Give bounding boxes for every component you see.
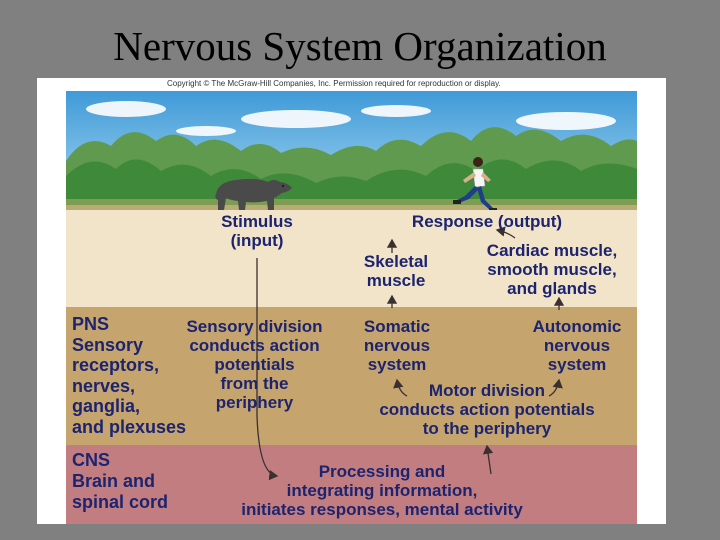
skeletal-muscle-label: Skeletal muscle (363, 252, 429, 290)
processing-integrating-label: Processing and integrating information, … (241, 462, 523, 519)
pns-band (66, 307, 637, 445)
bear-icon (215, 178, 292, 210)
forest-scene (66, 91, 637, 210)
diagram-figure: Copyright © The McGraw-Hill Companies, I… (37, 78, 666, 524)
cns-band (66, 445, 637, 524)
forest-scene-illustration (66, 91, 637, 210)
copyright-notice: Copyright © The McGraw-Hill Companies, I… (167, 79, 501, 88)
autonomic-nervous-system-label: Autonomic nervous system (532, 317, 622, 374)
cns-label: CNS Brain and spinal cord (72, 450, 169, 512)
somatic-nervous-system-label: Somatic nervous system (363, 317, 431, 374)
slide-title: Nervous System Organization (113, 23, 607, 69)
response-label: Response (output) (411, 212, 563, 231)
motor-division-label: Motor division conducts action potential… (379, 381, 595, 438)
running-person-icon (453, 157, 497, 212)
sensory-division-label: Sensory division conducts action potenti… (186, 317, 323, 412)
cardiac-smooth-glands-label: Cardiac muscle, smooth muscle, and gland… (486, 241, 618, 298)
stimulus-response-band (66, 210, 637, 307)
stimulus-label: Stimulus (input) (221, 212, 293, 250)
pns-label: PNS Sensory receptors, nerves, ganglia, … (72, 314, 187, 437)
